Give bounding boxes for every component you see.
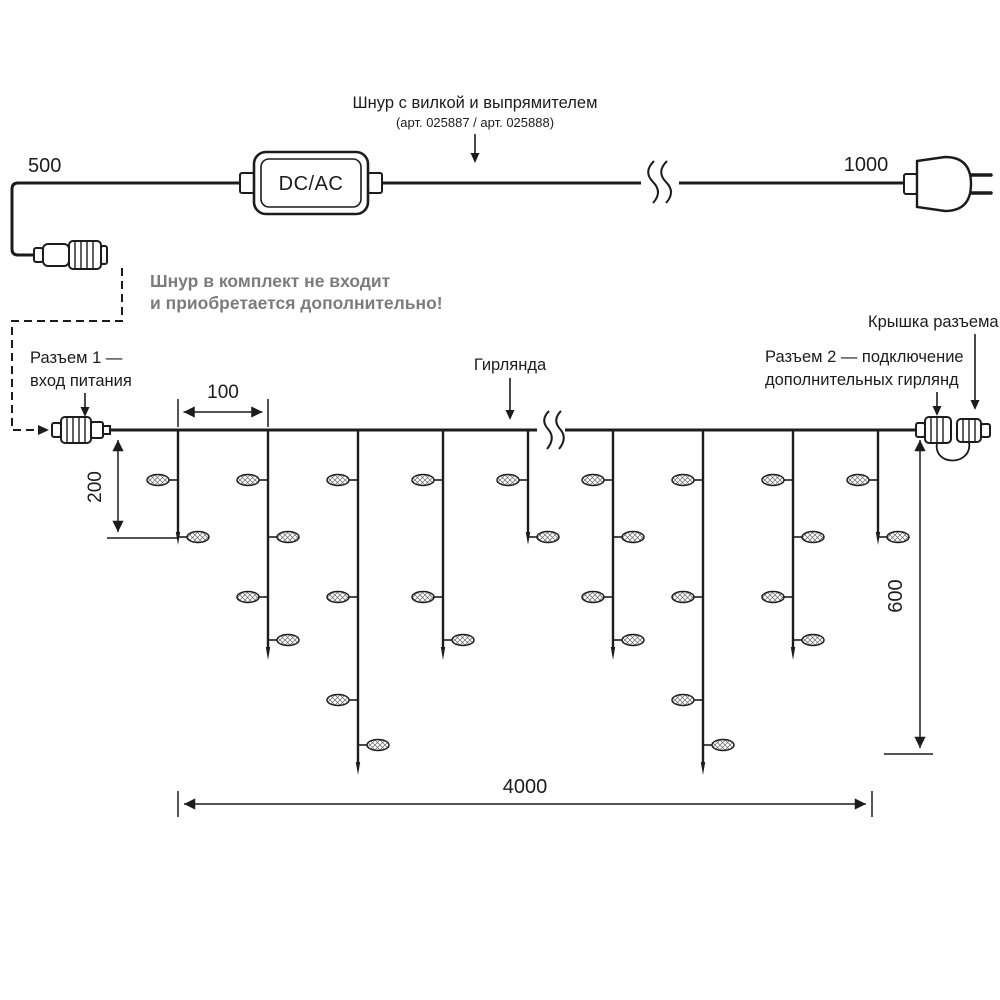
led-lamp-icon xyxy=(236,590,260,604)
drop-tip xyxy=(525,532,531,545)
led-lamp-icon xyxy=(276,633,300,647)
connector2-label-line1: Разъем 2 — подключение xyxy=(765,348,964,366)
drop-tip xyxy=(610,647,616,660)
drop-tip xyxy=(265,647,271,660)
led-lamp-icon xyxy=(326,590,350,604)
connector1-label-line2: вход питания xyxy=(30,372,132,390)
led-lamp-icon xyxy=(801,530,825,544)
drop-tip xyxy=(790,647,796,660)
right-arrow-icon xyxy=(38,425,49,435)
dim-600: 600 xyxy=(884,440,933,755)
led-lamp-icon xyxy=(236,473,260,487)
connector1-label: Разъем 1 — вход питания xyxy=(30,349,132,417)
led-lamp-icon xyxy=(761,590,785,604)
cap-tether xyxy=(936,441,970,462)
cord-label: Шнур с вилкой и выпрямителем (арт. 02588… xyxy=(353,94,598,163)
led-lamp-icon xyxy=(671,473,695,487)
led-lamp-icon xyxy=(671,590,695,604)
cap-label: Крышка разъема xyxy=(868,313,999,410)
drop-tip xyxy=(700,762,706,775)
dashed-connection-line xyxy=(11,268,123,435)
garland-label-text: Гирлянда xyxy=(474,356,547,374)
cord-label-text: Шнур с вилкой и выпрямителем xyxy=(353,94,598,112)
not-included-note: Шнур в комплект не входит и приобретаетс… xyxy=(150,271,443,313)
garland-label: Гирлянда xyxy=(474,356,547,420)
led-lamp-icon xyxy=(366,738,390,752)
power-cord-section: DC/AC 500 1000 Шнур с вилкой и выпрямите… xyxy=(10,94,993,435)
led-lamp-icon xyxy=(536,530,560,544)
led-lamp-icon xyxy=(671,693,695,707)
led-lamp-icon xyxy=(621,633,645,647)
drop-tip xyxy=(175,532,181,545)
dim-4000: 4000 xyxy=(177,776,873,817)
led-lamp-icon xyxy=(451,633,475,647)
connector2-label-line2: дополнительных гирлянд xyxy=(765,371,959,389)
dim-100: 100 xyxy=(177,382,269,427)
led-lamp-icon xyxy=(886,530,910,544)
dim-100-text: 100 xyxy=(207,382,239,403)
led-lamp-icon xyxy=(581,590,605,604)
led-lamp-icon xyxy=(186,530,210,544)
dcac-converter: DC/AC xyxy=(239,150,383,216)
led-lamp-icon xyxy=(326,693,350,707)
connector2-label: Разъем 2 — подключение дополнительных ги… xyxy=(765,348,964,416)
connector2-icon xyxy=(915,416,952,444)
cord-article-text: (арт. 025887 / арт. 025888) xyxy=(396,115,554,130)
drop-tip xyxy=(875,532,881,545)
drop-tip xyxy=(440,647,446,660)
connector1-icon xyxy=(51,416,111,444)
power-plug-icon xyxy=(903,155,993,213)
dcac-label: DC/AC xyxy=(279,173,344,195)
led-lamp-icon xyxy=(411,590,435,604)
cord-end-connector-icon xyxy=(33,240,108,270)
led-lamp-icon xyxy=(411,473,435,487)
led-lamp-icon xyxy=(621,530,645,544)
cord-wire-left xyxy=(10,181,240,257)
note-line1: Шнур в комплект не входит xyxy=(150,271,391,291)
dim-500: 500 xyxy=(28,155,61,177)
dim-1000: 1000 xyxy=(844,154,889,176)
garland-drops xyxy=(146,431,910,775)
down-arrow-icon xyxy=(505,410,515,420)
dim-200: 200 xyxy=(85,440,177,539)
led-lamp-icon xyxy=(846,473,870,487)
dim-200-text: 200 xyxy=(85,471,106,503)
cord-break-icon xyxy=(647,160,672,204)
garland-section: Разъем 1 — вход питания Гирлянда Разъем … xyxy=(30,313,999,817)
led-lamp-icon xyxy=(581,473,605,487)
led-lamp-icon xyxy=(801,633,825,647)
led-lamp-icon xyxy=(761,473,785,487)
note-line2: и приобретается дополнительно! xyxy=(150,293,443,313)
led-lamp-icon xyxy=(711,738,735,752)
led-lamp-icon xyxy=(276,530,300,544)
dim-600-text: 600 xyxy=(885,579,907,612)
led-lamp-icon xyxy=(496,473,520,487)
led-lamp-icon xyxy=(326,473,350,487)
down-arrow-icon xyxy=(932,406,942,416)
drop-tip xyxy=(355,762,361,775)
garland-break-icon xyxy=(543,410,565,450)
dim-4000-text: 4000 xyxy=(503,776,548,798)
connector1-label-line1: Разъем 1 — xyxy=(30,349,123,367)
down-arrow-icon xyxy=(470,153,480,163)
down-arrow-icon xyxy=(970,400,980,410)
led-lamp-icon xyxy=(146,473,170,487)
cap-label-text: Крышка разъема xyxy=(868,313,999,331)
down-arrow-icon xyxy=(80,407,90,417)
connector-cap-icon xyxy=(956,418,991,443)
